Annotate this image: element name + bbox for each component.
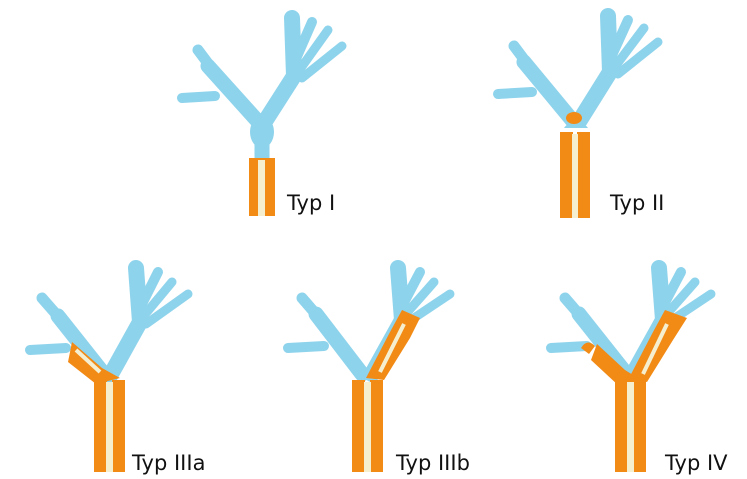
- duct-lumen: [627, 382, 634, 472]
- panel-label: Typ IV: [665, 451, 728, 475]
- panel-typ-ii: Typ II: [490, 8, 747, 228]
- confluence-tumor: [566, 112, 582, 124]
- bile-duct-tree-typ-iv: [545, 262, 747, 479]
- bile-duct-tree-typ-iiib: [280, 262, 510, 479]
- duct-lumen: [258, 160, 265, 216]
- panel-label: Typ II: [610, 191, 664, 215]
- panel-typ-iiib: Typ IIIb: [280, 262, 510, 479]
- panel-label: Typ I: [287, 191, 335, 215]
- panel-label: Typ IIIb: [396, 451, 470, 475]
- panel-typ-iiia: Typ IIIa: [20, 262, 250, 479]
- duct-lumen: [572, 134, 578, 218]
- panel-typ-iv: Typ IV: [545, 262, 747, 479]
- bile-duct-tree-typ-iiia: [20, 262, 250, 479]
- duct-lumen: [106, 382, 113, 472]
- duct-lumen: [364, 382, 371, 472]
- panel-label: Typ IIIa: [132, 451, 205, 475]
- panel-typ-i: Typ I: [170, 8, 430, 228]
